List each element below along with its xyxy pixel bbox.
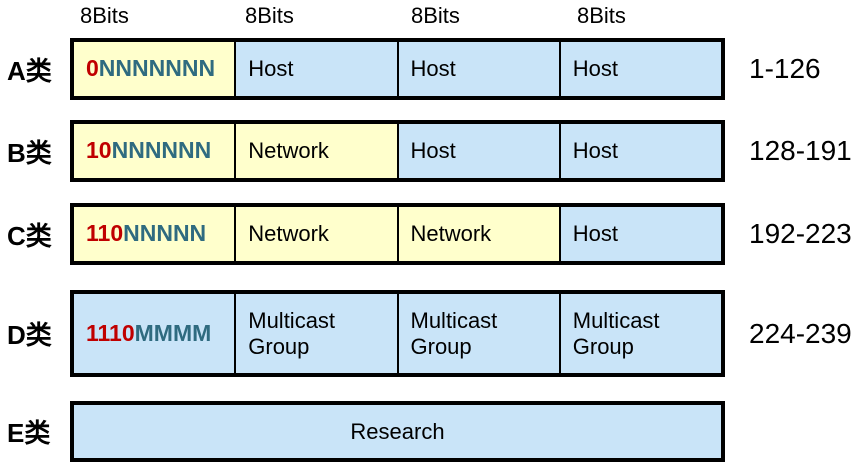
octet-text: Host: [248, 56, 294, 82]
class-c-range: 192-223: [749, 218, 852, 249]
class-a-label: A类: [7, 55, 52, 86]
class-c-octet3: Network: [396, 207, 559, 261]
class-c-label: C类: [7, 220, 52, 251]
octet1-bits-header: 8Bits: [80, 3, 129, 28]
class-a-range: 1-126: [749, 53, 821, 84]
class-b-range: 128-191: [749, 135, 852, 166]
octet-text: Multicast Group: [248, 307, 336, 359]
octet-text: Host: [410, 56, 456, 82]
class-a-octet3: Host: [396, 42, 559, 96]
octet-text: Research: [350, 418, 445, 444]
class-b-octet3: Host: [396, 124, 559, 178]
octet4-bits-header: 8Bits: [577, 3, 626, 28]
bit-prefix: 10: [86, 137, 112, 164]
bit-suffix: NNNNN: [123, 220, 207, 247]
class-d-octet4: Multicast Group: [558, 294, 721, 373]
bit-prefix: 0: [86, 55, 99, 82]
class-a-octet2: Host: [234, 42, 397, 96]
bit-suffix: MMMM: [134, 319, 212, 346]
octet-text: Multicast Group: [410, 307, 498, 359]
class-a-octet4: Host: [558, 42, 721, 96]
class-c-octet4: Host: [558, 207, 721, 261]
class-c-octet2: Network: [234, 207, 397, 261]
octet-text: Host: [572, 138, 618, 164]
class-b-octet2: Network: [234, 124, 397, 178]
class-e-label: E类: [7, 418, 51, 448]
bit-prefix: 110: [86, 220, 124, 247]
octet-text: Network: [410, 221, 492, 247]
class-b-octet4: Host: [558, 124, 721, 178]
bit-prefix: 1110: [86, 319, 135, 346]
class-d-octet3: Multicast Group: [396, 294, 559, 373]
bit-suffix: NNNNNNN: [98, 55, 216, 82]
class-d-range: 224-239: [749, 317, 852, 349]
octet-text: Host: [572, 56, 618, 82]
octet3-bits-header: 8Bits: [411, 3, 460, 28]
class-d-label: D类: [7, 320, 52, 350]
octet-text: Host: [572, 221, 618, 247]
class-e-row: E类 Research: [0, 401, 864, 462]
class-e-full-octet: Research: [74, 405, 721, 458]
class-e-box: Research: [70, 401, 725, 462]
bit-suffix: NNNNNN: [111, 137, 212, 164]
octet-text: Network: [248, 221, 329, 247]
octet-text: Host: [410, 138, 456, 164]
octet-text: Multicast Group: [572, 307, 660, 359]
octet-text: Network: [248, 138, 329, 164]
octet2-bits-header: 8Bits: [245, 3, 294, 28]
class-d-octet2: Multicast Group: [234, 294, 397, 373]
class-b-label: B类: [7, 137, 52, 168]
